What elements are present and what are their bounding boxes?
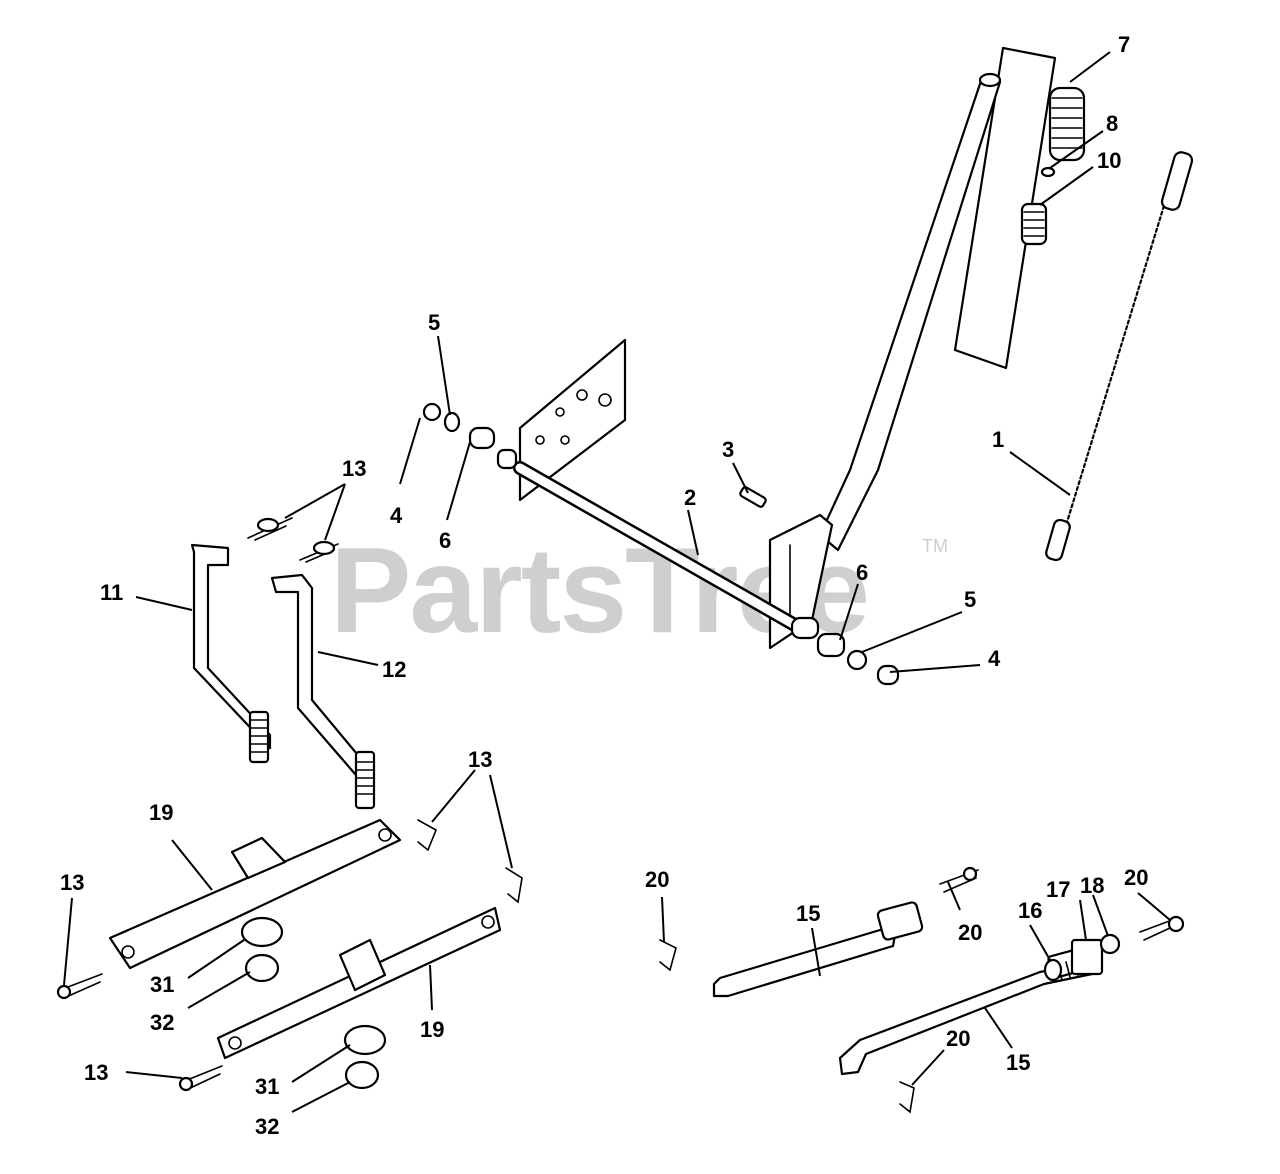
bushing-part-31-lower xyxy=(343,1024,387,1056)
clip-part-20-left xyxy=(659,939,677,972)
bushing-upper-b xyxy=(496,448,518,470)
callout-6-upper: 6 xyxy=(439,528,451,553)
callout-4-upper: 4 xyxy=(390,503,403,528)
lift-lever xyxy=(768,72,1002,650)
link-rod-part-12 xyxy=(270,573,376,810)
callout-15-upper: 15 xyxy=(796,901,820,926)
bushing-part-18 xyxy=(1099,933,1121,955)
pin-part-3 xyxy=(739,486,767,508)
callout-13-far-left: 13 xyxy=(60,870,84,895)
clip-eye-20-mid xyxy=(962,866,978,882)
bushing-part-31-upper xyxy=(240,916,284,948)
callout-19-lower: 19 xyxy=(420,1017,444,1042)
clip-part-4-lower xyxy=(876,664,900,686)
callout-5-lower: 5 xyxy=(964,587,976,612)
callout-labels: 7 8 10 5 1 3 2 4 6 13 11 12 6 5 4 13 19 … xyxy=(60,32,1148,1139)
lift-arm-part-19-upper xyxy=(108,818,402,970)
hairpin-eye-far-left xyxy=(56,984,72,1000)
callout-10: 10 xyxy=(1097,148,1121,173)
hairpin-part-13-upper xyxy=(247,517,339,563)
callout-4-lower: 4 xyxy=(988,646,1001,671)
callout-3: 3 xyxy=(722,437,734,462)
callout-15-lower: 15 xyxy=(1006,1050,1030,1075)
washer-part-5-upper xyxy=(443,411,461,433)
nut-part-32-upper xyxy=(244,953,280,983)
callout-32-upper: 32 xyxy=(150,1010,174,1035)
callout-13-bottom: 13 xyxy=(84,1060,108,1085)
spring-part-7 xyxy=(1048,86,1086,162)
washer-part-8 xyxy=(1040,166,1056,178)
bushing-part-6-lower xyxy=(790,616,820,640)
link-rod-part-11 xyxy=(190,543,272,764)
callout-16: 16 xyxy=(1018,898,1042,923)
callout-13-mid: 13 xyxy=(468,747,492,772)
leader-lines xyxy=(63,51,1171,1113)
callout-20-right: 20 xyxy=(1124,865,1148,890)
clip-part-20-right xyxy=(1139,919,1173,941)
callout-12: 12 xyxy=(382,657,406,682)
panel-plate xyxy=(953,46,1057,370)
bushing-lower-b xyxy=(816,632,846,658)
shaft-part-2 xyxy=(513,461,807,635)
callout-32-lower: 32 xyxy=(255,1114,279,1139)
hairpin-part-13-mid-lower xyxy=(505,867,523,904)
hairpin-part-13-mid-upper xyxy=(417,819,438,852)
callout-31-lower: 31 xyxy=(255,1074,279,1099)
callout-13-upper: 13 xyxy=(342,456,366,481)
washer-part-5-lower xyxy=(846,649,868,671)
lift-arm-part-19-lower xyxy=(216,906,502,1060)
watermark-trademark: TM xyxy=(922,536,948,556)
rod-part-15-upper xyxy=(712,901,924,998)
callout-19-upper: 19 xyxy=(149,800,173,825)
callout-20-bottom: 20 xyxy=(946,1026,970,1051)
spring-part-10 xyxy=(1020,202,1048,246)
clip-part-20-bottom xyxy=(899,1081,915,1114)
callout-1: 1 xyxy=(992,427,1004,452)
callout-31-upper: 31 xyxy=(150,972,174,997)
hairpin-eye-bottom xyxy=(178,1076,194,1092)
nut-part-32-lower xyxy=(344,1060,380,1090)
bracket-part-17 xyxy=(1070,938,1104,976)
callout-5-upper: 5 xyxy=(428,310,440,335)
rod-part-1 xyxy=(1045,151,1194,562)
callout-6-lower: 6 xyxy=(856,560,868,585)
callout-8: 8 xyxy=(1106,111,1118,136)
washer-part-16 xyxy=(1043,958,1063,982)
callout-20-mid: 20 xyxy=(958,920,982,945)
clip-part-4-upper xyxy=(422,402,442,422)
callout-7: 7 xyxy=(1118,32,1130,57)
callout-18: 18 xyxy=(1080,873,1104,898)
bushing-part-6-upper xyxy=(468,426,496,450)
callout-20-left: 20 xyxy=(645,867,669,892)
callout-2: 2 xyxy=(684,485,696,510)
clip-eye-20-right xyxy=(1167,915,1185,933)
callout-17: 17 xyxy=(1046,877,1070,902)
callout-11: 11 xyxy=(100,580,123,605)
